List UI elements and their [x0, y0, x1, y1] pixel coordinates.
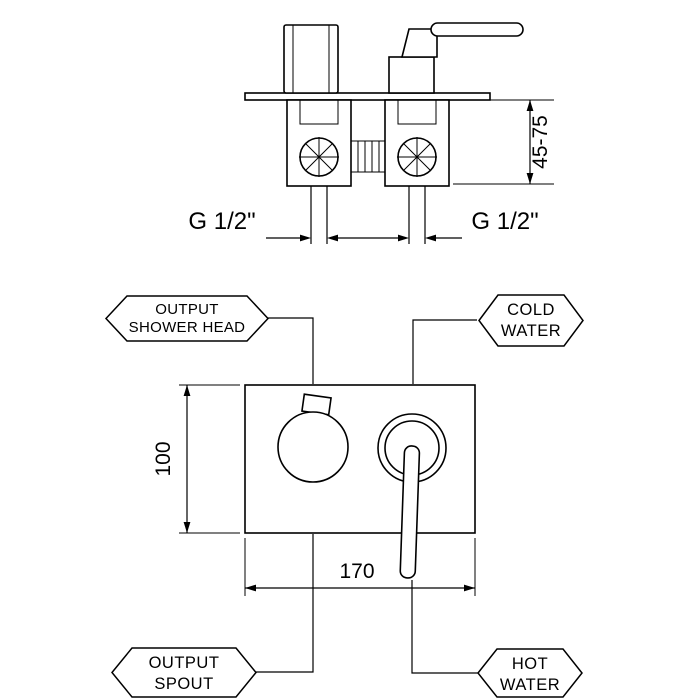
leader-shower-head: [268, 317, 314, 384]
leader-cold-water: [412, 319, 477, 384]
height-dimension: 100: [152, 384, 240, 534]
handle-body-outline: [283, 24, 339, 94]
callout-box: [478, 294, 584, 347]
thread-label-right: G 1/2": [471, 208, 538, 235]
callout-box: [111, 647, 257, 698]
callouts: OUTPUT SHOWER HEAD COLD WATER OUTPUT SPO…: [104, 294, 584, 698]
valve-body-left: [286, 99, 352, 187]
diverter-knob-circle: [277, 411, 349, 483]
mounting-plate-side: [244, 92, 491, 101]
callout-text-line2: WATER: [501, 322, 561, 340]
arrowhead-right-icon: [300, 234, 311, 242]
pipe-stub-right: [408, 186, 426, 244]
arrowhead-left-icon: [425, 234, 436, 242]
callout-shower-head: OUTPUT SHOWER HEAD: [104, 295, 270, 342]
shutoff-handle-side: [283, 24, 339, 94]
pipe-stub-left: [310, 186, 328, 244]
arrowhead-right-icon: [398, 234, 409, 242]
callout-cold-water: COLD WATER: [478, 294, 584, 347]
arrowhead-right-icon: [464, 584, 475, 592]
leader-hot-water: [411, 580, 478, 674]
width-dimension-label: 170: [339, 560, 374, 583]
arrowhead-up-icon: [526, 100, 534, 111]
arrowhead-left-icon: [327, 234, 338, 242]
callout-text-line1: OUTPUT: [149, 654, 220, 672]
callout-box: [104, 295, 270, 342]
valve-body-right: [384, 99, 450, 187]
mixer-lever-rod-side: [430, 22, 524, 37]
arrowhead-down-icon: [526, 173, 534, 184]
valve-bridge: [350, 140, 386, 173]
arrowhead-left-icon: [245, 584, 256, 592]
bridge-outline: [350, 140, 386, 173]
depth-dimension: 45-75: [453, 99, 554, 185]
front-view: 100 170: [152, 317, 478, 674]
callout-text-line2: SPOUT: [154, 675, 213, 693]
callout-text-line2: WATER: [500, 676, 560, 694]
depth-dimension-label: 45-75: [529, 115, 552, 169]
cartridge-outline: [299, 99, 339, 125]
callout-box: [477, 648, 583, 698]
mixer-lever-rod-front: [399, 445, 421, 579]
rough-in-view: 45-75 G 1/2" G 1/2": [188, 22, 554, 244]
mixer-handle-side: [388, 22, 524, 94]
cartridge-outline: [397, 99, 437, 125]
thread-dimension-left: G 1/2": [188, 208, 311, 242]
mixer-stem-outline: [388, 56, 435, 94]
leader-spout: [256, 534, 314, 673]
callout-text-line1: HOT: [512, 655, 548, 673]
arrowhead-down-icon: [183, 522, 191, 533]
mixer-knob: [377, 413, 447, 579]
diverter-knob: [277, 393, 349, 483]
width-dimension: 170: [244, 538, 476, 596]
thread-label-left: G 1/2": [188, 208, 255, 235]
thread-dimension-center: [327, 234, 409, 242]
callout-text-line1: OUTPUT: [155, 301, 218, 318]
thread-dimension-right: G 1/2": [425, 208, 539, 242]
callout-spout: OUTPUT SPOUT: [111, 647, 257, 698]
height-dimension-label: 100: [152, 441, 175, 476]
callout-text-line2: SHOWER HEAD: [129, 319, 246, 336]
callout-hot-water: HOT WATER: [477, 648, 583, 698]
arrowhead-up-icon: [183, 385, 191, 396]
callout-text-line1: COLD: [507, 301, 555, 319]
